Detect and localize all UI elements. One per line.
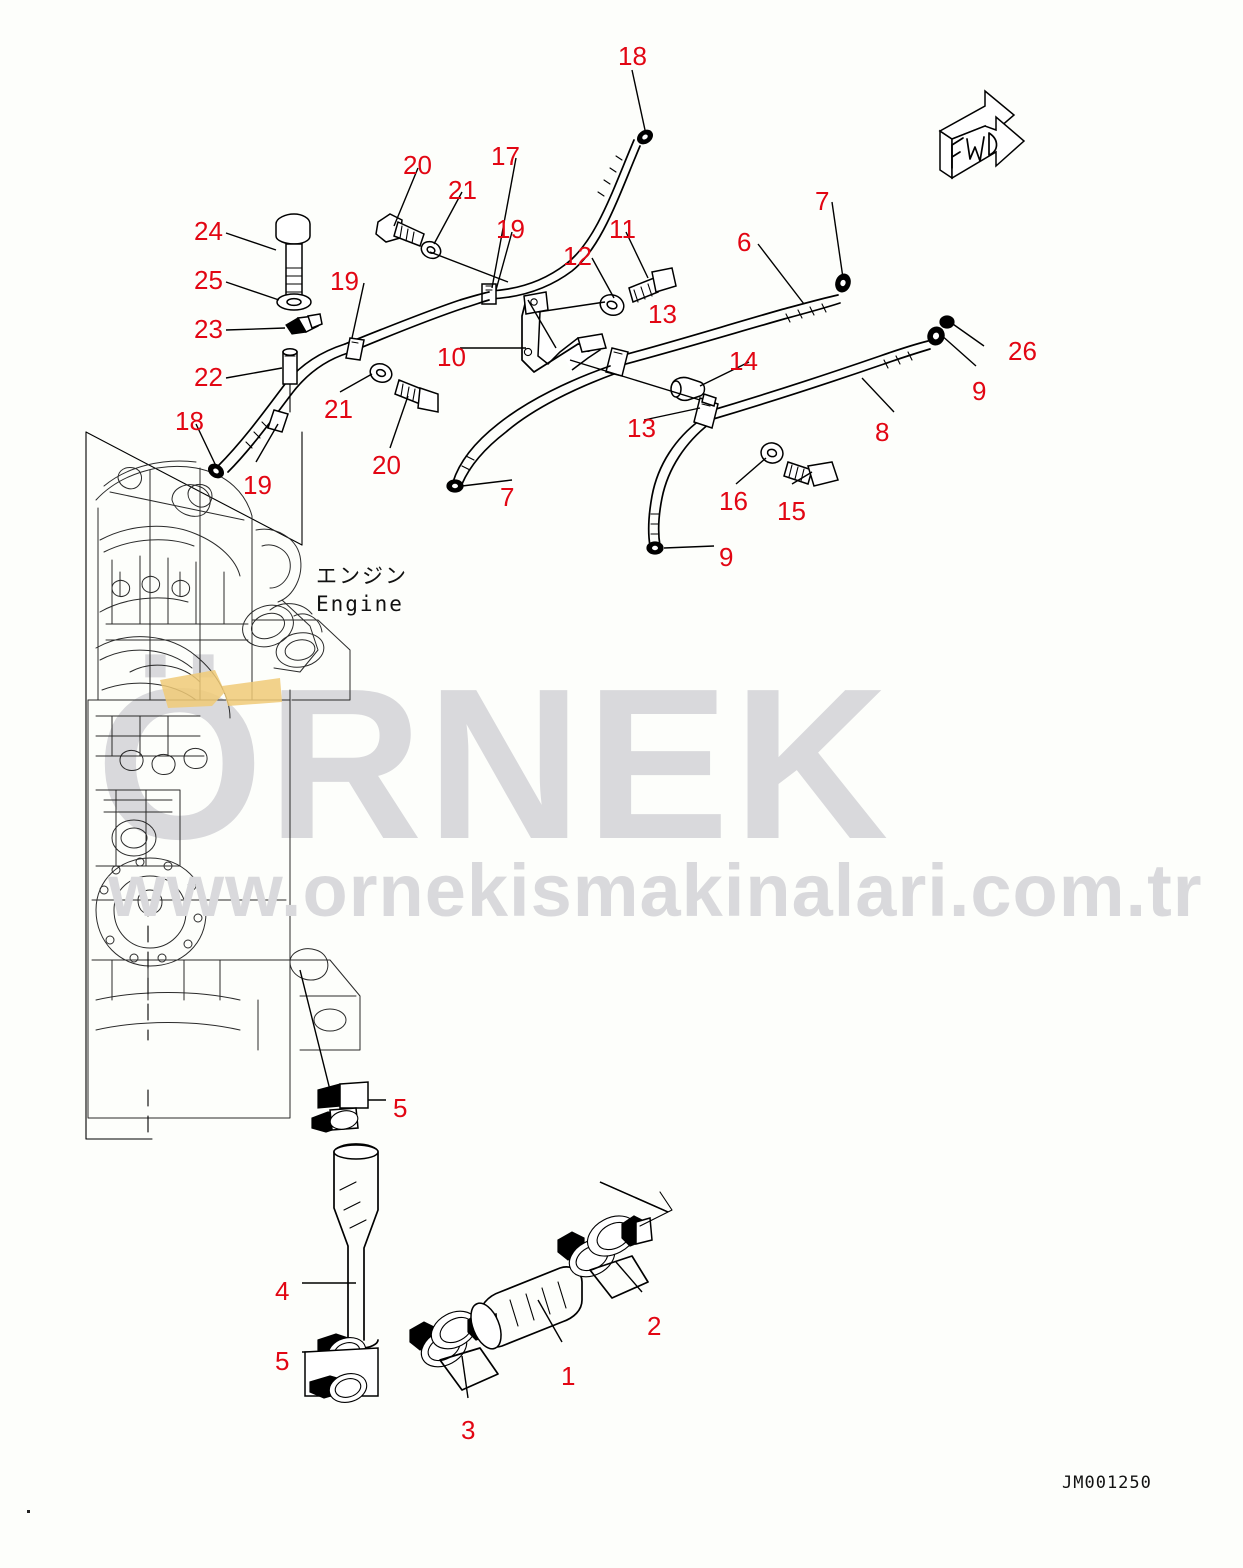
- callout-18: 18: [618, 41, 647, 71]
- callout-9: 9: [972, 376, 987, 406]
- washer-21-upper: [420, 240, 442, 260]
- callout-6: 6: [737, 227, 752, 257]
- clamps-3: [409, 1310, 499, 1391]
- callout-19: 19: [243, 470, 272, 500]
- bracket-12: [521, 291, 607, 373]
- leader-lines: [195, 69, 985, 1399]
- sleeve-14: [670, 376, 706, 402]
- pipe-7-assembly: [446, 365, 615, 493]
- pipe-17-assembly: [488, 129, 654, 300]
- clamp-5-lower: [304, 1333, 379, 1403]
- callout-24: 24: [194, 216, 223, 246]
- callout-23: 23: [194, 314, 223, 344]
- callout-12: 12: [563, 241, 592, 271]
- engine-label-japanese: エンジン: [316, 564, 408, 588]
- callout-18: 18: [175, 406, 204, 436]
- bolt-24: [275, 213, 311, 301]
- pipe-16-assembly: [646, 419, 710, 555]
- callout-8: 8: [875, 417, 890, 447]
- callout-10: 10: [437, 342, 466, 372]
- tube-4: [333, 1143, 379, 1349]
- bolt-15: [783, 461, 839, 487]
- clip-23: [285, 313, 323, 335]
- callout-13: 13: [648, 299, 677, 329]
- edge-speck: [27, 1510, 30, 1513]
- callout-17: 17: [491, 141, 520, 171]
- callout-22: 22: [194, 362, 223, 392]
- callout-3: 3: [461, 1415, 476, 1445]
- fwd-arrow-symbol: [938, 89, 1026, 180]
- clamps-2: [557, 1191, 673, 1299]
- callout-15: 15: [777, 496, 806, 526]
- pipe-6-assembly: [605, 273, 851, 377]
- callout-1: 1: [561, 1361, 576, 1391]
- callout-5: 5: [393, 1093, 408, 1123]
- clamp-19-lower: [267, 409, 289, 433]
- engine-illustration: [85, 431, 361, 1140]
- drawing-number: JM001250: [1062, 1473, 1152, 1493]
- washer-21-left: [369, 362, 393, 384]
- callout-19: 19: [330, 266, 359, 296]
- hose-1: [470, 1266, 583, 1350]
- callout-5: 5: [275, 1346, 290, 1376]
- washer-16: [760, 442, 784, 464]
- callout-20: 20: [372, 450, 401, 480]
- bolt-20-left: [394, 378, 439, 413]
- connector-5-upper: [311, 1081, 369, 1133]
- washer-12: [599, 293, 625, 317]
- engine-label: エンジン Engine: [316, 562, 408, 619]
- callout-11: 11: [609, 214, 636, 244]
- callout-7: 7: [500, 482, 515, 512]
- callout-4: 4: [275, 1276, 290, 1306]
- callout-2: 2: [647, 1311, 662, 1341]
- clamp-19-upper: [481, 283, 497, 305]
- washer-25: [276, 293, 312, 311]
- engine-label-english: Engine: [316, 592, 404, 617]
- clamp-13-lower: [693, 393, 719, 429]
- callout-21: 21: [324, 394, 353, 424]
- callout-13: 13: [627, 413, 656, 443]
- callout-7: 7: [815, 186, 830, 216]
- clamp-19-left: [345, 337, 365, 361]
- callout-21: 21: [448, 175, 477, 205]
- callout-14: 14: [729, 346, 758, 376]
- sleeve-22: [282, 348, 298, 413]
- callout-26: 26: [1008, 336, 1037, 366]
- callout-20: 20: [403, 150, 432, 180]
- callout-9: 9: [719, 542, 734, 572]
- pipe-8-assembly: [705, 315, 955, 421]
- callout-25: 25: [194, 265, 223, 295]
- callout-19: 19: [496, 214, 525, 244]
- bolt-20-upper: [375, 213, 425, 247]
- pipe-10-assembly: [207, 291, 490, 479]
- bolt-11: [628, 267, 677, 304]
- callout-16: 16: [719, 486, 748, 516]
